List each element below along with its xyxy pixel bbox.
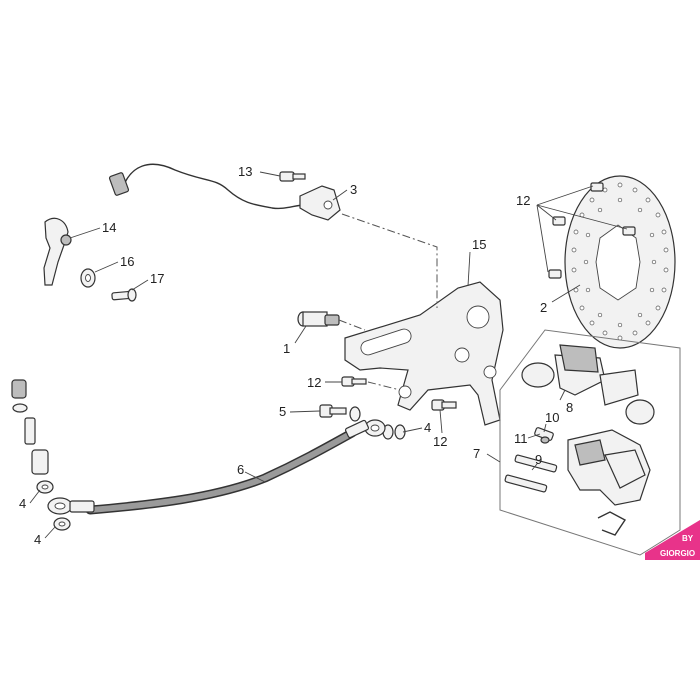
callout-5: 5 (279, 404, 286, 419)
sensor-mount-hole (323, 200, 333, 210)
callout-7: 7 (473, 446, 480, 461)
callout-17: 17 (150, 271, 164, 286)
caliper-group-outline (499, 329, 681, 556)
disc-vent-holes (571, 182, 669, 341)
callout-14: 14 (102, 220, 116, 235)
watermark-line-2: GIORGIO (660, 549, 695, 558)
bracket-pin-1 (297, 311, 340, 327)
screw-17 (111, 288, 137, 302)
callout-12-bracket: 12 (307, 375, 321, 390)
callout-3: 3 (350, 182, 357, 197)
abs-sensor (299, 185, 341, 221)
bracket-bolt-12 (341, 376, 367, 387)
brake-disc (564, 175, 676, 349)
callout-6: 6 (237, 462, 244, 477)
callout-4-right: 4 (424, 420, 431, 435)
bleeder-10-11 (534, 427, 554, 444)
cable-clip-14 (43, 217, 72, 286)
callout-16: 16 (120, 254, 134, 269)
washer-lower-4 (36, 480, 71, 531)
pad-pin-9 (504, 454, 558, 493)
callout-4-lower: 4 (34, 532, 41, 547)
sensor-connector (108, 172, 130, 196)
callout-12-caliper: 12 (433, 434, 447, 449)
caliper-bolt-12 (431, 399, 457, 411)
watermark-badge: BY GIORGIO (645, 520, 700, 560)
alignment-line-pin (338, 319, 366, 331)
washer-16 (80, 268, 96, 288)
callout-8: 8 (566, 400, 573, 415)
banjo-bolt-5 (319, 404, 347, 418)
bleed-cap (11, 379, 28, 413)
callout-4-left: 4 (19, 496, 26, 511)
bleed-screw (24, 417, 36, 445)
bolt-13 (279, 171, 306, 182)
callout-11: 11 (514, 431, 528, 446)
alignment-line-sensor (341, 213, 438, 308)
caliper-bracket (344, 281, 504, 426)
callout-15: 15 (472, 237, 486, 252)
callout-10: 10 (545, 410, 559, 425)
watermark-line-1: BY (682, 534, 694, 543)
callout-13: 13 (238, 164, 252, 179)
callout-1: 1 (283, 341, 290, 356)
alignment-line-bolts (367, 381, 401, 391)
callout-12-disc: 12 (516, 193, 530, 208)
callout-9: 9 (535, 452, 542, 467)
sensor-cable (121, 163, 306, 210)
caliper-body (567, 429, 651, 506)
leader-lines (29, 171, 628, 539)
callout-labels: 13 3 14 16 17 15 1 12 2 12 5 4 12 6 8 10… (19, 164, 573, 547)
hose-fitting (31, 449, 49, 475)
callout-2: 2 (540, 300, 547, 315)
pad-spring (597, 511, 627, 536)
brake-pads (521, 344, 655, 425)
disc-bolts-12 (548, 182, 636, 279)
brake-hose (47, 419, 386, 515)
abs-sensor-assembly (108, 163, 341, 221)
